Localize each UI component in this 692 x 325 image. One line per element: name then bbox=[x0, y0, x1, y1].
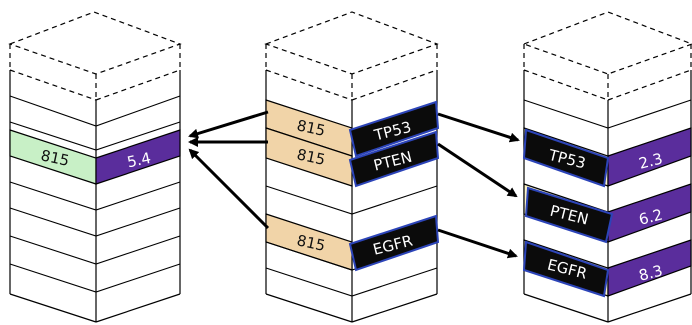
middle-stack: 815 815 815 TP53 PTEN EGFR bbox=[264, 11, 440, 323]
arrow-mid3-to-left bbox=[188, 148, 270, 230]
left-stack: 815 5.4 bbox=[8, 11, 182, 323]
arrow-tp53-to-right bbox=[437, 112, 520, 143]
right-value-text-1: 2.3 bbox=[637, 150, 665, 173]
middle-stack-top-dashed bbox=[264, 11, 439, 101]
left-value-text: 5.4 bbox=[125, 149, 152, 172]
arrow-egfr-to-right bbox=[437, 228, 518, 259]
middle-key-text-1: 815 bbox=[295, 116, 327, 140]
left-value-cell bbox=[95, 129, 181, 185]
right-stack: TP53 PTEN EGFR 2.3 6.2 8.3 bbox=[522, 11, 692, 323]
left-key-text: 815 bbox=[39, 146, 71, 170]
left-stack-row-lines bbox=[9, 95, 181, 293]
left-stack-top-dashed bbox=[8, 11, 182, 101]
middle-gene-tag-1 bbox=[348, 100, 440, 158]
right-value-cell-1 bbox=[607, 127, 692, 187]
right-value-text-2: 6.2 bbox=[637, 206, 665, 229]
middle-key-text-2: 815 bbox=[295, 145, 327, 169]
right-gene-tag-2 bbox=[524, 186, 614, 244]
middle-gene-tag-2 bbox=[348, 130, 440, 188]
middle-gene-tag-3 bbox=[348, 214, 440, 272]
arrow-pten-to-right bbox=[437, 142, 518, 198]
middle-key-text-3: 815 bbox=[295, 231, 327, 255]
arrow-mid1-to-left bbox=[188, 110, 269, 139]
right-value-cell-3 bbox=[607, 239, 692, 297]
right-gene-tag-1 bbox=[522, 128, 610, 188]
middle-key-cell-2 bbox=[265, 127, 353, 187]
arrows bbox=[188, 110, 520, 259]
right-stack-top-dashed bbox=[522, 11, 692, 101]
right-gene-tag-3 bbox=[522, 240, 610, 298]
left-stack-body bbox=[9, 70, 181, 323]
right-value-text-3: 8.3 bbox=[637, 262, 665, 285]
right-stack-row-lines bbox=[523, 99, 692, 129]
